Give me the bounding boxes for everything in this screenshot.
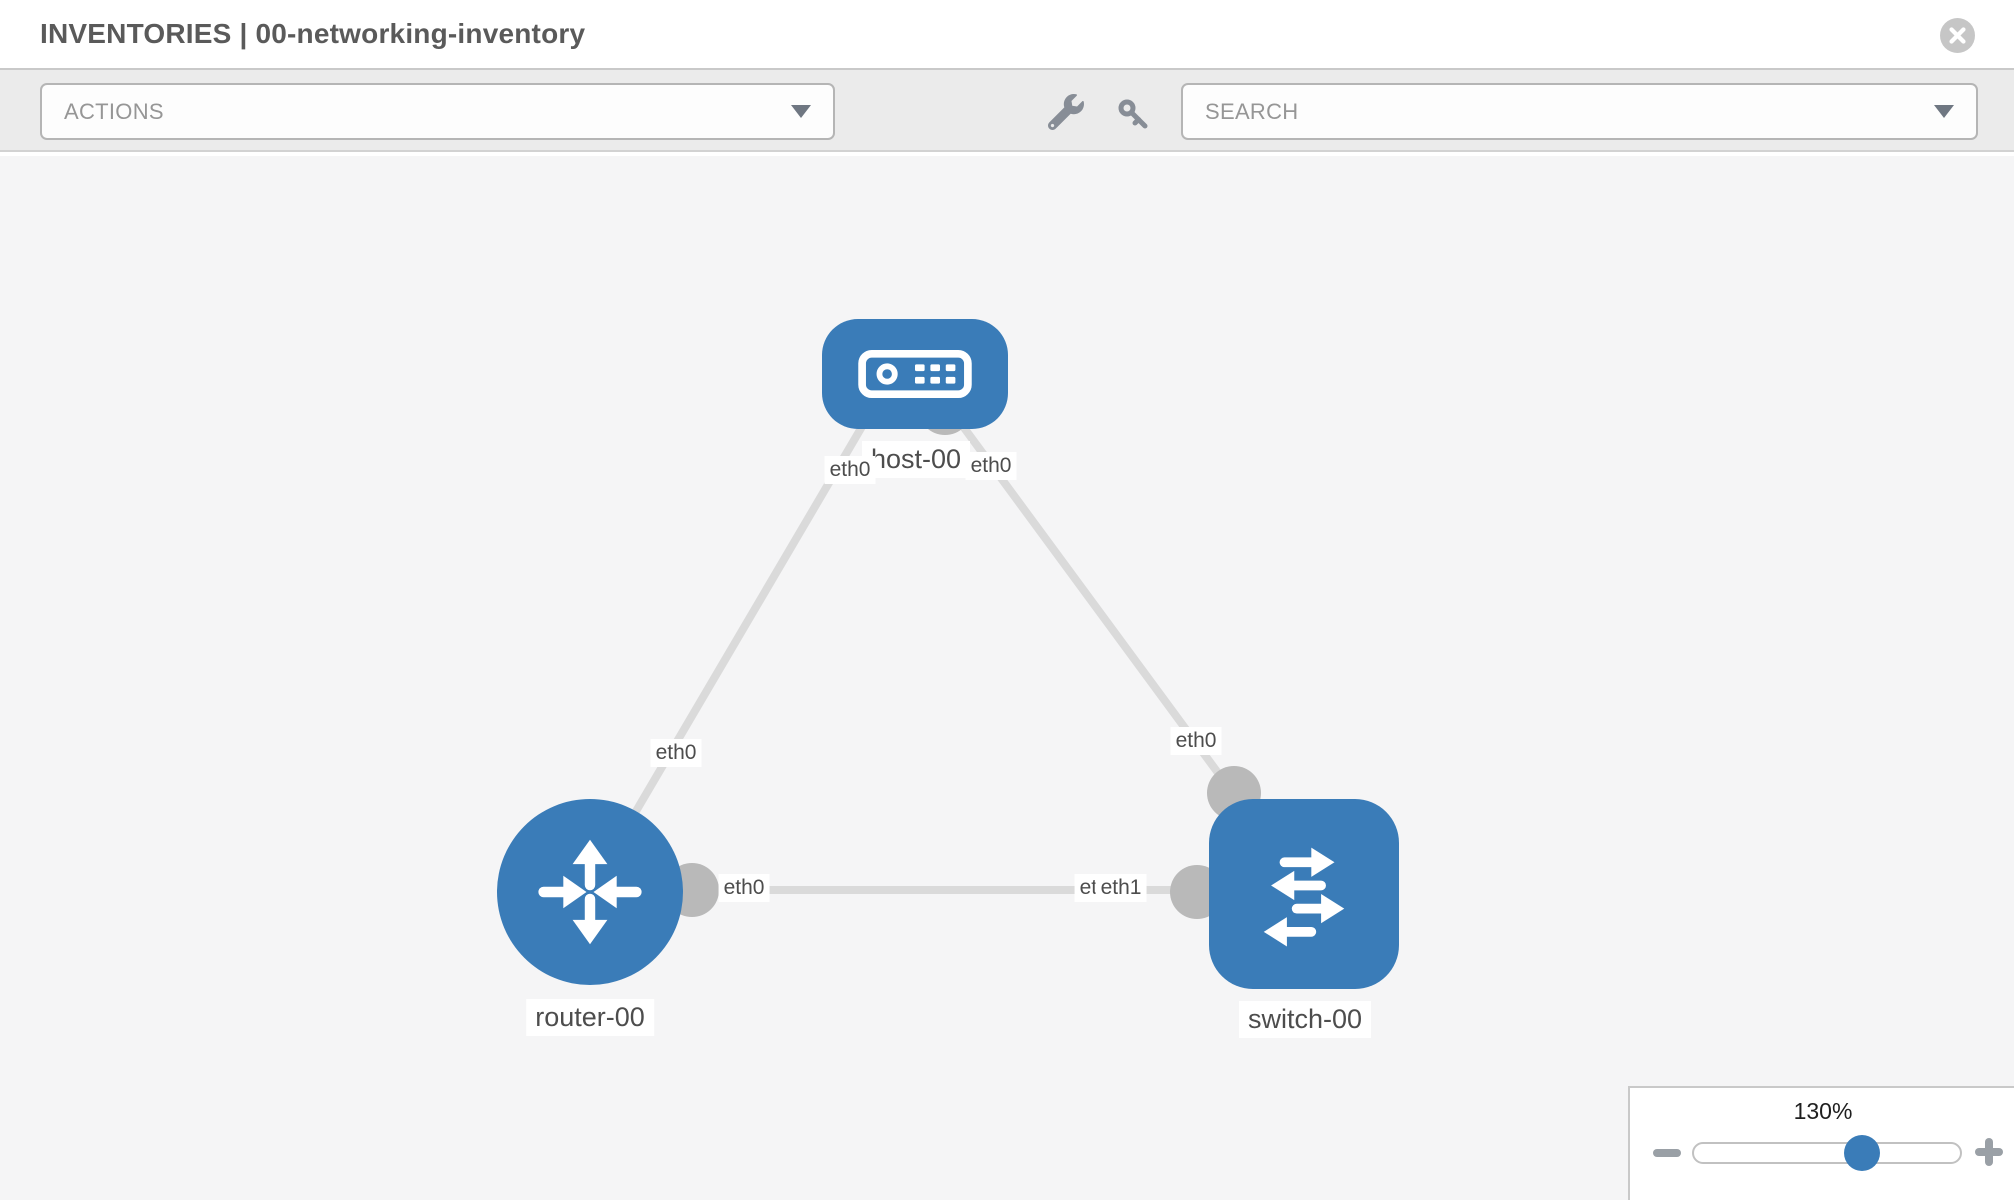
iface-label-switch-eth0-to-host: eth0: [1170, 727, 1222, 755]
links-layer: [581, 381, 1261, 919]
zoom-level-value: 130%: [1793, 1098, 1853, 1124]
node-router-00[interactable]: [497, 799, 683, 985]
switch-device-icon: [1243, 833, 1365, 955]
node-label-router-00[interactable]: router-00: [526, 999, 654, 1036]
zoom-slider-thumb[interactable]: [1844, 1135, 1881, 1171]
page-title: INVENTORIES | 00-networking-inventory: [40, 18, 586, 49]
iface-label-router-eth0-to-switch: eth0: [718, 874, 770, 902]
chevron-down-icon: [1934, 105, 1954, 118]
zoom-slider-track[interactable]: [1692, 1135, 1962, 1171]
iface-label-router-eth0-to-host: eth0: [650, 739, 702, 767]
chevron-down-icon: [791, 105, 811, 118]
node-host-00[interactable]: [822, 319, 1008, 429]
zoom-in-plus-icon[interactable]: [1975, 1138, 2003, 1166]
router-device-icon: [532, 834, 648, 950]
search-dropdown-label: SEARCH: [1205, 98, 1299, 124]
zoom-panel: 130%: [1628, 1086, 2014, 1200]
zoom-out-minus-icon[interactable]: [1653, 1149, 1681, 1157]
actions-dropdown-label: ACTIONS: [64, 98, 164, 124]
topology-canvas[interactable]: host-00 router-00 switch-00 eth0 eth0 et…: [0, 156, 2014, 1200]
toolbar: ACTIONS SEARCH: [0, 70, 2014, 152]
actions-dropdown[interactable]: ACTIONS: [40, 83, 835, 140]
key-icon[interactable]: [1116, 97, 1152, 133]
iface-label-switch-eth1-to-router: eth1: [1095, 874, 1147, 902]
node-label-host-00[interactable]: host-00: [861, 441, 971, 478]
zoom-slider-row: [1630, 1125, 2014, 1185]
header-bar: INVENTORIES | 00-networking-inventory: [0, 0, 2014, 70]
close-icon: [1949, 27, 1966, 44]
close-button[interactable]: [1940, 18, 1975, 53]
node-label-switch-00[interactable]: switch-00: [1238, 1001, 1372, 1038]
iface-label-host-eth0-to-switch: eth0: [965, 452, 1017, 480]
wrench-icon[interactable]: [1048, 94, 1084, 130]
host-device-icon: [857, 349, 973, 399]
iface-label-host-eth0-to-router: eth0: [824, 456, 876, 484]
search-dropdown[interactable]: SEARCH: [1181, 83, 1978, 140]
node-switch-00[interactable]: [1209, 799, 1399, 989]
